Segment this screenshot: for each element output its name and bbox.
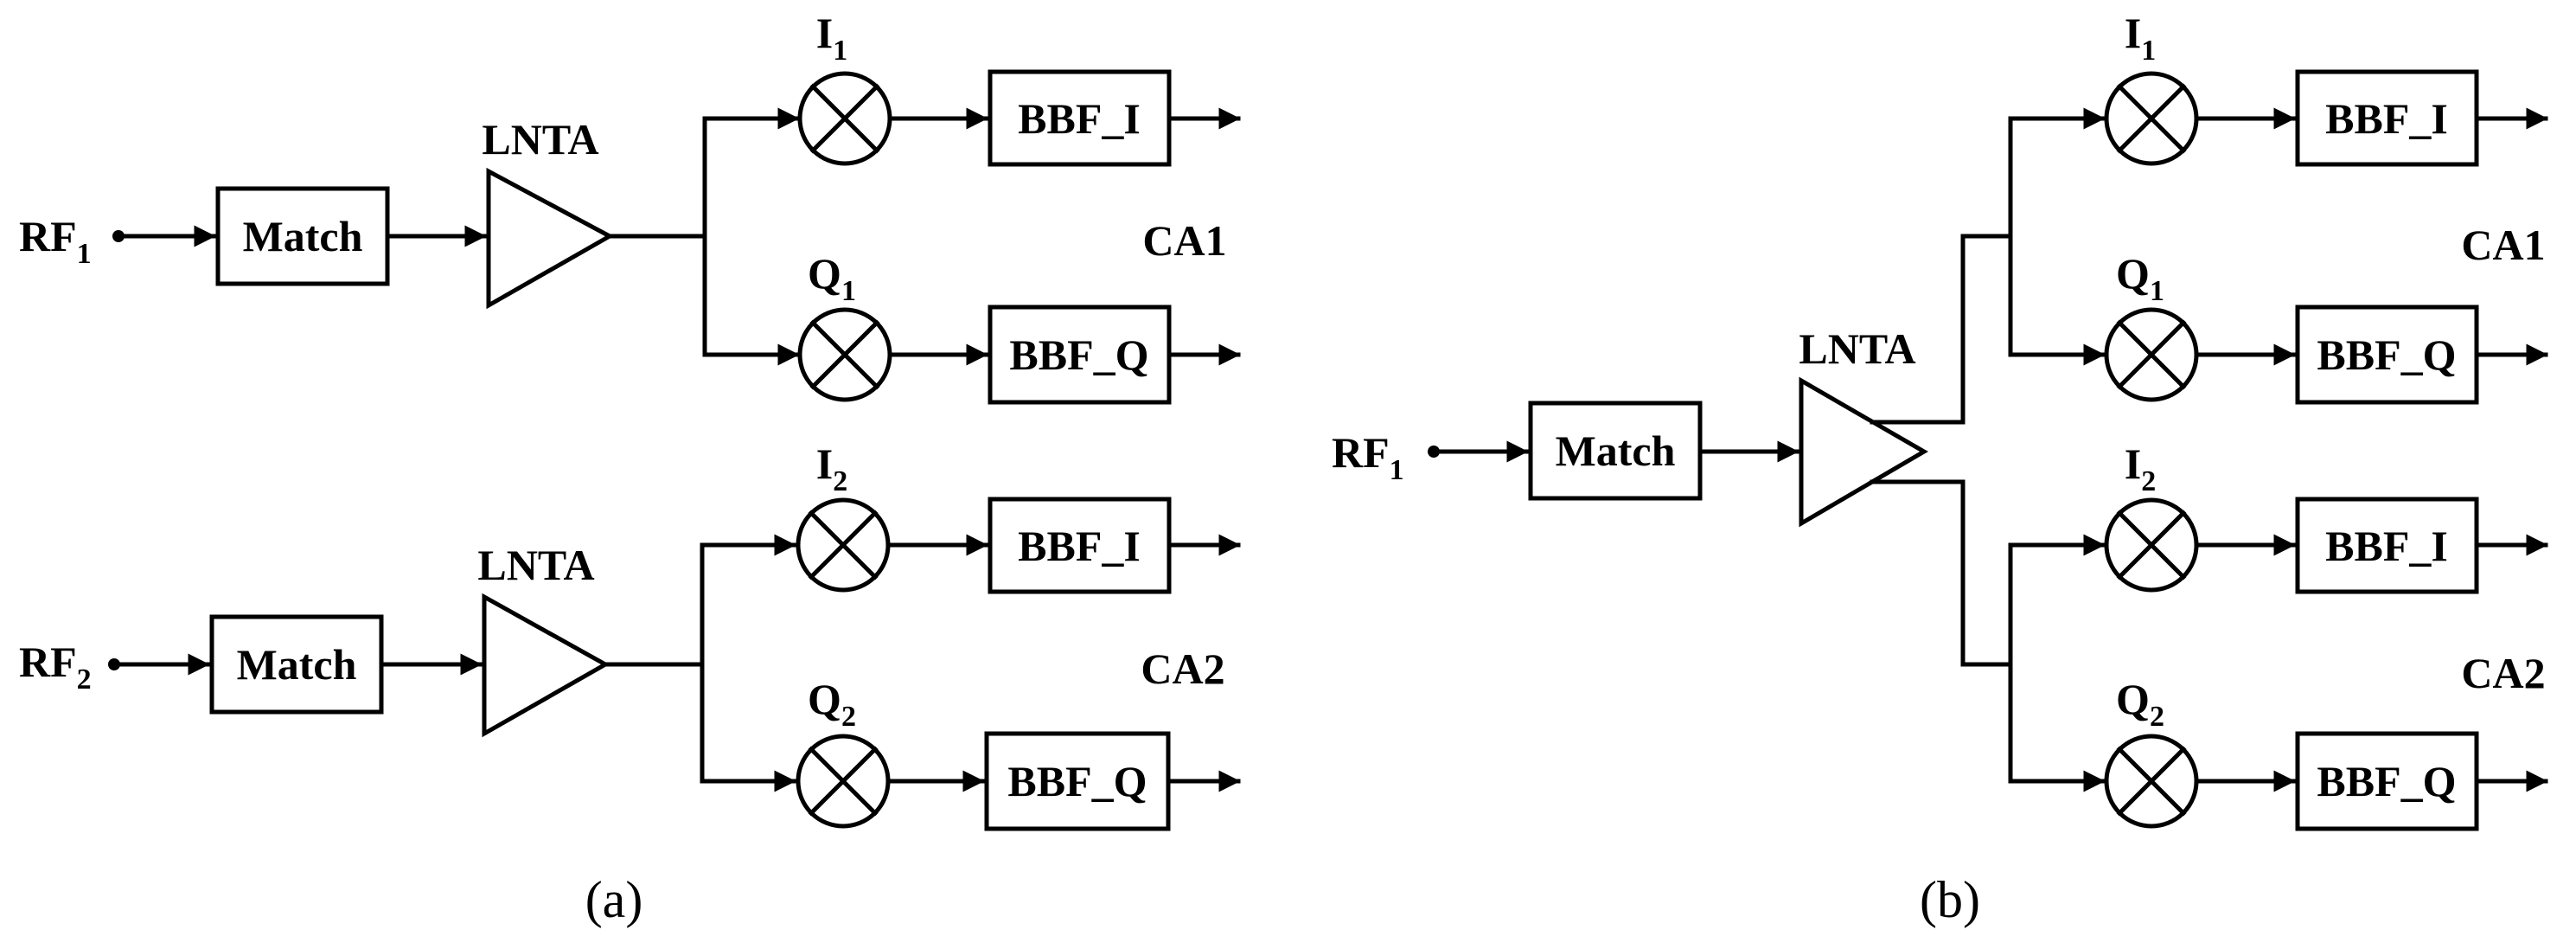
panel-a-caption: (a) <box>585 871 643 928</box>
ca1-label: CA1 <box>1142 216 1226 265</box>
mixer-i-icon <box>797 71 892 166</box>
bbf-i-label: BBF_I <box>2325 94 2448 143</box>
rf1-label: RF1 <box>1332 428 1404 486</box>
mixer-q-icon <box>2104 307 2199 402</box>
bbf-q-label: BBF_Q <box>2317 330 2456 379</box>
mixer-i-label: I2 <box>816 439 847 497</box>
bbf-q-label: BBF_Q <box>1007 757 1147 805</box>
mixer-i-label: I1 <box>2125 9 2156 67</box>
match-label: Match <box>243 212 363 260</box>
wire-lnta-to-ca2 <box>1870 479 2013 667</box>
lnta-amplifier <box>1799 376 1928 528</box>
lnta-label: LNTA <box>477 541 594 589</box>
bbf-i-label: BBF_I <box>2325 522 2448 570</box>
match-label: Match <box>237 640 357 689</box>
mixer-q-label: Q2 <box>2116 675 2164 733</box>
bbf-q-label: BBF_Q <box>2317 757 2456 805</box>
wire-lnta-to-ca1 <box>1870 234 2013 425</box>
bbf-i-label: BBF_I <box>1018 94 1141 143</box>
lnta-amplifier <box>482 593 610 738</box>
mixer-q-label: Q2 <box>808 675 856 733</box>
bbf-i-block <box>2295 69 2479 167</box>
lnta-amplifier <box>486 167 615 310</box>
panel-b-ca2: I2 Q2 BBF_I BBF_Q CA2 <box>2008 439 2548 831</box>
panel-a-chain1: RF1 Match LNTA I1 <box>19 9 1241 405</box>
mixer-i-label: I2 <box>2125 439 2156 497</box>
panel-a: RF1 Match LNTA I1 <box>19 9 1241 928</box>
rf2-label: RF2 <box>19 638 92 696</box>
mixer-q-icon <box>796 734 891 829</box>
panel-b-ca1: I1 Q1 BBF_I BBF_Q CA1 <box>2008 9 2548 405</box>
panel-b-caption: (b) <box>1920 871 1980 928</box>
mixer-i-icon <box>2104 497 2199 593</box>
match-block <box>1528 401 1703 501</box>
ca2-label: CA2 <box>1141 644 1224 693</box>
ca1-label: CA1 <box>2461 221 2545 269</box>
rf1-label: RF1 <box>19 212 92 270</box>
lnta-label: LNTA <box>1799 324 1915 373</box>
panel-b: RF1 Match LNTA I1 <box>1332 9 2548 928</box>
mixer-q-icon <box>797 307 892 402</box>
bbf-q-block <box>988 305 1172 405</box>
match-label: Match <box>1556 426 1676 475</box>
ca2-label: CA2 <box>2461 649 2545 697</box>
panel-a-chain2: RF2 Match LNTA I2 <box>19 439 1241 831</box>
mixer-i-icon <box>2104 71 2199 166</box>
bbf-q-label: BBF_Q <box>1009 330 1148 379</box>
mixer-q-icon <box>2104 734 2199 829</box>
bbf-q-block <box>2295 305 2479 405</box>
bbf-q-block <box>984 731 1171 831</box>
bbf-i-label: BBF_I <box>1018 522 1141 570</box>
mixer-i-icon <box>796 497 891 593</box>
lnta-label: LNTA <box>482 115 598 164</box>
mixer-q-label: Q1 <box>808 249 856 307</box>
bbf-i-block <box>988 69 1172 167</box>
mixer-q-label: Q1 <box>2116 249 2164 307</box>
mixer-i-label: I1 <box>816 9 847 67</box>
bbf-i-block <box>988 497 1172 594</box>
